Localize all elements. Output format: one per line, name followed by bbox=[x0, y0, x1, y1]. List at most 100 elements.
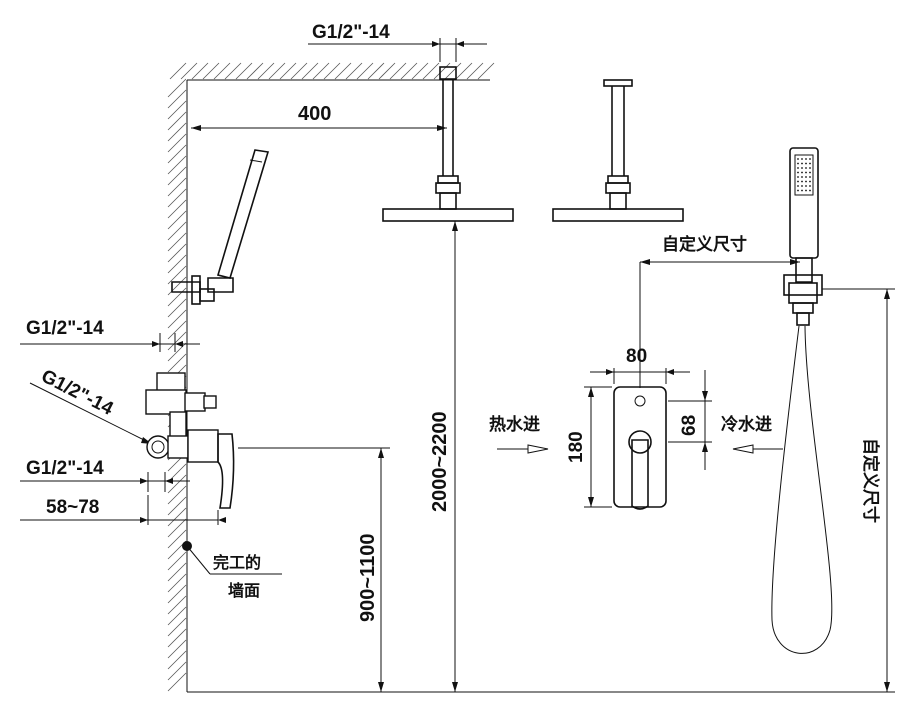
label-g-mid: G1/2"-14 bbox=[26, 318, 104, 339]
nozzle-dot bbox=[809, 180, 811, 183]
hatch-line bbox=[378, 62, 396, 80]
hatch-line bbox=[167, 639, 187, 659]
nozzle-dot bbox=[801, 176, 803, 178]
hatch-line bbox=[334, 62, 352, 80]
mixer-front-plate bbox=[613, 386, 667, 510]
nozzle-dot bbox=[809, 158, 811, 160]
hatch-line bbox=[167, 221, 187, 241]
dim-custom-v bbox=[822, 288, 895, 692]
hatch-line bbox=[356, 62, 374, 80]
hatch-line bbox=[167, 606, 187, 626]
hatch-line bbox=[290, 62, 308, 80]
hatch-line bbox=[202, 62, 220, 80]
hatch-line bbox=[411, 62, 429, 80]
dim-g-low bbox=[20, 472, 190, 492]
nozzle-dot bbox=[797, 180, 799, 183]
hatch-line bbox=[180, 62, 198, 80]
hatch-line bbox=[246, 62, 264, 80]
hatch-line bbox=[422, 62, 440, 80]
dim-900-1100 bbox=[238, 447, 390, 692]
hatch-line bbox=[167, 254, 187, 274]
wall-hatching bbox=[167, 62, 495, 692]
nozzle-dot bbox=[805, 171, 807, 174]
hatch-line bbox=[167, 144, 187, 164]
label-custom-size-h: 自定义尺寸 bbox=[662, 234, 747, 255]
nozzle-dot bbox=[797, 185, 799, 187]
hatch-line bbox=[444, 62, 462, 80]
nozzle-dot bbox=[797, 189, 799, 192]
nozzle-dot bbox=[797, 171, 799, 174]
nozzle-dot bbox=[805, 185, 807, 187]
nozzle-dot bbox=[809, 176, 811, 178]
hatch-line bbox=[167, 89, 187, 109]
nozzle-dot bbox=[805, 158, 807, 160]
hatch-line bbox=[301, 62, 319, 80]
hatch-line bbox=[167, 485, 187, 505]
hatch-line bbox=[167, 111, 187, 131]
hatch-line bbox=[345, 62, 363, 80]
nozzle-dot bbox=[809, 171, 811, 174]
nozzle-dot bbox=[801, 180, 803, 183]
hatch-line bbox=[167, 133, 187, 153]
nozzle-dot bbox=[797, 158, 799, 160]
rain-shower-head-left bbox=[382, 66, 514, 222]
label-68: 68 bbox=[679, 415, 700, 436]
hatch-line bbox=[167, 78, 187, 98]
dim-58-78 bbox=[20, 495, 226, 525]
hatch-line bbox=[167, 188, 187, 208]
hatch-line bbox=[167, 298, 187, 318]
hatch-line bbox=[167, 507, 187, 527]
hatch-line bbox=[167, 573, 187, 593]
hatch-line bbox=[167, 650, 187, 670]
nozzle-dot bbox=[797, 162, 799, 165]
hatch-line bbox=[167, 276, 187, 296]
hatch-line bbox=[167, 331, 187, 351]
dim-180 bbox=[584, 386, 612, 508]
nozzle-dot bbox=[805, 189, 807, 192]
dim-2000-2200 bbox=[452, 221, 458, 692]
hatch-line bbox=[167, 353, 187, 373]
label-custom-size-v: 自定义尺寸 bbox=[860, 438, 881, 523]
nozzle-dot bbox=[809, 167, 811, 169]
hatch-line bbox=[279, 62, 297, 80]
nozzle-dot bbox=[805, 162, 807, 165]
nozzle-dot bbox=[809, 162, 811, 165]
hatch-line bbox=[400, 62, 418, 80]
hatch-line bbox=[268, 62, 286, 80]
hatch-line bbox=[167, 287, 187, 307]
hatch-line bbox=[257, 62, 275, 80]
label-g-top: G1/2"-14 bbox=[312, 22, 390, 43]
hatch-line bbox=[167, 562, 187, 582]
hatch-line bbox=[477, 62, 495, 80]
nozzle-dot bbox=[809, 189, 811, 192]
hatch-line bbox=[169, 62, 187, 80]
nozzle-dot bbox=[801, 162, 803, 165]
mixer-valve-body bbox=[145, 372, 235, 509]
hatch-line bbox=[389, 62, 407, 80]
label-400: 400 bbox=[298, 103, 331, 125]
hatch-line bbox=[323, 62, 341, 80]
hatch-line bbox=[167, 551, 187, 571]
nozzle-dot bbox=[797, 167, 799, 169]
hatch-line bbox=[167, 595, 187, 615]
hatch-line bbox=[433, 62, 451, 80]
hatch-line bbox=[191, 62, 209, 80]
label-58-78: 58~78 bbox=[46, 497, 99, 518]
hatch-line bbox=[455, 62, 473, 80]
dim-g-top bbox=[308, 38, 487, 62]
label-2000-2200: 2000~2200 bbox=[429, 411, 451, 512]
nozzle-dot bbox=[809, 185, 811, 187]
hatch-line bbox=[167, 584, 187, 604]
hatch-line bbox=[167, 210, 187, 230]
hatch-line bbox=[167, 342, 187, 362]
hatch-line bbox=[167, 177, 187, 197]
hatch-line bbox=[167, 309, 187, 329]
nozzle-dot bbox=[805, 180, 807, 183]
hatch-line bbox=[167, 265, 187, 285]
cold-in-arrow bbox=[732, 444, 783, 454]
hatch-line bbox=[167, 155, 187, 175]
nozzle-dot bbox=[797, 176, 799, 178]
dim-custom-h bbox=[639, 259, 800, 388]
dim-g-mid bbox=[20, 333, 200, 352]
